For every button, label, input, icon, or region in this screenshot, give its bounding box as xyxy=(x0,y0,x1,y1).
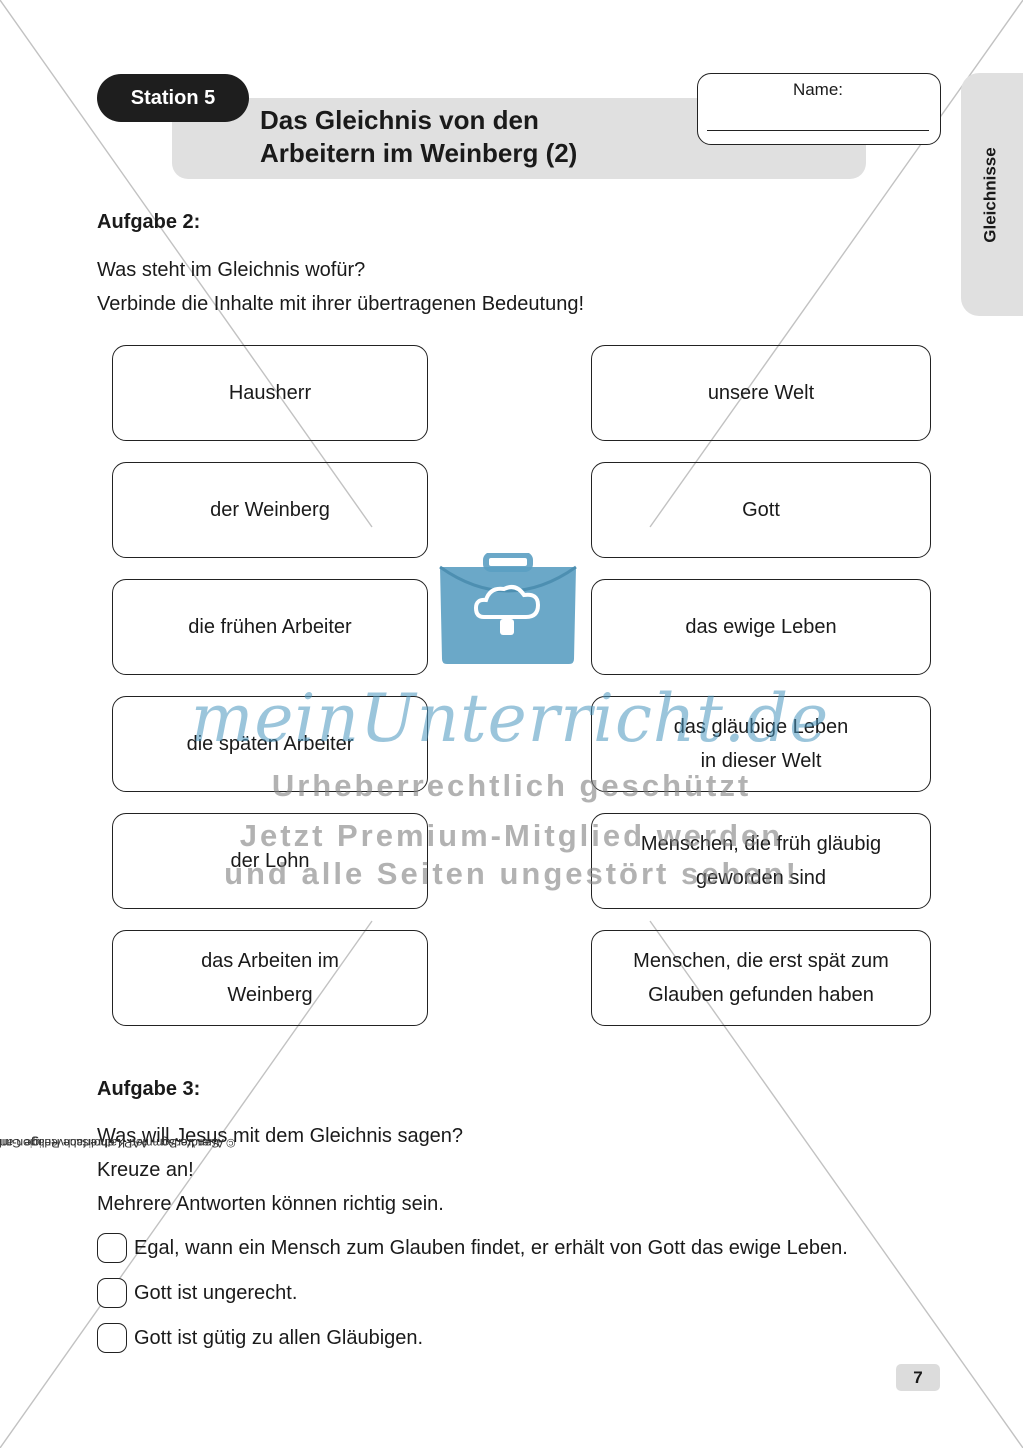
page-number: 7 xyxy=(896,1364,940,1391)
card-text-line-1: die späten Arbeiter xyxy=(186,733,354,755)
task3-hint: Mehrere Antworten können richtig sein. xyxy=(97,1193,444,1215)
left-card-arbeiten-im-weinberg[interactable]: das Arbeiten im Weinberg xyxy=(112,930,428,1026)
page-title: Das Gleichnis von den Arbeitern im Weinb… xyxy=(260,104,820,170)
card-text-line-1: das gläubige Leben xyxy=(673,716,849,738)
side-tab xyxy=(961,73,1023,316)
card-text-line-1: Gott xyxy=(742,499,780,521)
right-card-frueh-glaeubig[interactable]: Menschen, die früh gläubig geworden sind xyxy=(591,813,931,909)
checkbox-option-1[interactable] xyxy=(97,1233,127,1263)
card-text-line-1: Menschen, die früh gläubig xyxy=(640,833,882,855)
task2-question: Was steht im Gleichnis wofür? xyxy=(97,259,366,281)
side-tab-label: Gleichnisse xyxy=(962,73,1020,316)
right-card-gott[interactable]: Gott xyxy=(591,462,931,558)
watermark-premium: Jetzt Premium-Mitglied werden xyxy=(239,818,784,853)
checkbox-option-3[interactable] xyxy=(97,1323,127,1353)
task3-instruction: Kreuze an! xyxy=(97,1159,194,1181)
page-title-line-2: Arbeitern im Weinberg (2) xyxy=(260,138,578,168)
task2-instruction: Verbinde die Inhalte mit ihrer übertrage… xyxy=(97,293,585,315)
card-text-line-1: unsere Welt xyxy=(707,382,815,404)
card-text-line-2: Weinberg xyxy=(227,984,313,1006)
card-text-line-1: Hausherr xyxy=(228,382,312,404)
card-text-line-1: das Arbeiten im xyxy=(201,950,339,972)
name-write-line[interactable] xyxy=(707,130,929,131)
right-card-glaeubiges-leben[interactable]: das gläubige Leben in dieser Welt xyxy=(591,696,931,792)
task3-title: Aufgabe 3: xyxy=(97,1078,201,1100)
briefcase-cloud-icon xyxy=(439,553,577,664)
card-text-line-1: der Weinberg xyxy=(210,499,330,521)
card-text-line-1: der Lohn xyxy=(230,850,310,872)
option-2-text: Gott ist ungerecht. xyxy=(134,1282,298,1304)
left-card-weinberg[interactable]: der Weinberg xyxy=(112,462,428,558)
watermark-logo: meinUnterricht.de xyxy=(190,680,830,757)
left-card-hausherr[interactable]: Hausherr xyxy=(112,345,428,441)
credit-line-2: © Auer Verlag – AAP Lehrerfachverlage Gm… xyxy=(0,1135,236,1150)
task3-question: Was will Jesus mit dem Gleichnis sagen? xyxy=(97,1125,464,1147)
watermark-copyright: Urheberrechtlich geschützt xyxy=(271,768,752,803)
side-tab-text: Gleichnisse xyxy=(981,146,1000,243)
watermark-unlock: und alle Seiten ungestört sehen! xyxy=(224,856,799,891)
checkbox-option-2[interactable] xyxy=(97,1278,127,1308)
card-text-line-1: Menschen, die erst spät zum xyxy=(633,950,889,972)
page-title-line-1: Das Gleichnis von den xyxy=(260,105,539,135)
task2-title: Aufgabe 2: xyxy=(97,211,201,233)
card-text-line-2: in dieser Welt xyxy=(700,750,822,772)
right-card-ewiges-leben[interactable]: das ewige Leben xyxy=(591,579,931,675)
name-label: Name: xyxy=(792,80,844,99)
left-card-fruehe-arbeiter[interactable]: die frühen Arbeiter xyxy=(112,579,428,675)
side-credit: Sandra Sommer: Katholische Religion an S… xyxy=(0,935,235,1350)
option-3-text: Gott ist gütig zu allen Gläubigen. xyxy=(134,1327,424,1349)
station-badge: Station 5 xyxy=(97,74,249,122)
card-text-line-1: die frühen Arbeiter xyxy=(188,616,352,638)
card-text-line-1: das ewige Leben xyxy=(685,616,837,638)
card-text-line-2: geworden sind xyxy=(695,867,827,889)
option-1-text: Egal, wann ein Mensch zum Glauben findet… xyxy=(134,1237,848,1259)
name-box[interactable] xyxy=(697,73,941,145)
right-card-unsere-welt[interactable]: unsere Welt xyxy=(591,345,931,441)
left-card-lohn[interactable]: der Lohn xyxy=(112,813,428,909)
card-text-line-2: Glauben gefunden haben xyxy=(648,984,874,1006)
left-card-spaete-arbeiter[interactable]: die späten Arbeiter xyxy=(112,696,428,792)
